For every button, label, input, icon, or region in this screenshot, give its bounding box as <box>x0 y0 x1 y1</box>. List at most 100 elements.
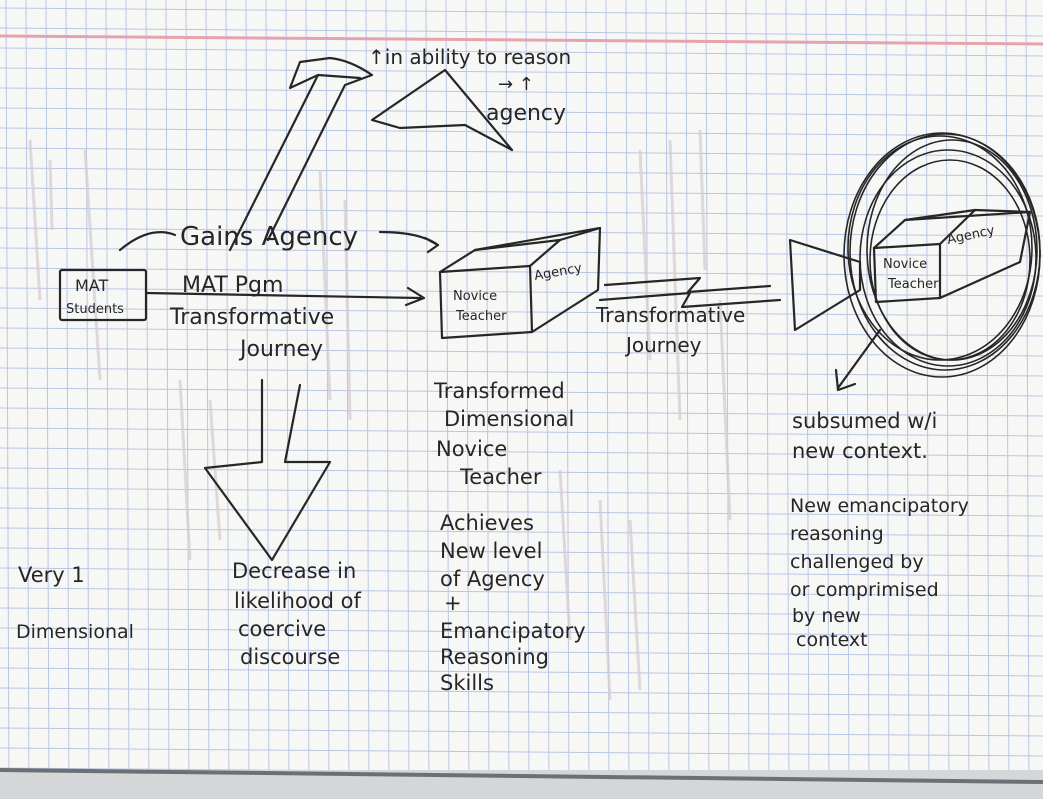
grid-line-vertical <box>325 0 330 799</box>
grid-line-vertical <box>205 0 210 799</box>
gains-agency-arrow <box>118 230 440 254</box>
reason-label: ↑in ability to reason <box>368 45 571 69</box>
grid-line-horizontal <box>0 507 1043 517</box>
grid-line-vertical <box>445 0 450 799</box>
grid-line-horizontal <box>0 547 1043 557</box>
gains-agency-label: Gains Agency <box>180 222 358 252</box>
grid-line-horizontal <box>0 587 1043 597</box>
grid-line-vertical <box>465 0 470 799</box>
novice-teacher-box-1 <box>438 226 602 340</box>
achieves-l1: Achieves <box>440 511 534 535</box>
grid-line-horizontal <box>0 247 1043 257</box>
grid-line-horizontal <box>0 187 1043 197</box>
grid-line-vertical <box>745 0 750 799</box>
journey2-line2: Journey <box>624 333 702 357</box>
grid-line-horizontal <box>0 427 1043 437</box>
grid-line-vertical <box>505 0 510 799</box>
transformed-l1: Transformed <box>433 379 565 403</box>
grid-line-horizontal <box>0 207 1043 217</box>
grid-line-horizontal <box>0 627 1043 637</box>
grid-line-vertical <box>245 0 250 799</box>
ink-drawing <box>58 56 1041 562</box>
emancipatory-l6: context <box>796 629 868 651</box>
grid-line-horizontal <box>0 487 1043 497</box>
grid-line-vertical <box>65 0 70 799</box>
grid-line-vertical <box>1005 0 1010 799</box>
grid-line-vertical <box>825 0 830 799</box>
novice-teacher-box-2 <box>872 208 1032 304</box>
reason-arrows: → ↑ <box>498 74 534 95</box>
decrease-l4: discourse <box>240 645 340 669</box>
grid-line-vertical <box>585 0 590 799</box>
grid-line-vertical <box>145 0 150 799</box>
grid-line-vertical <box>805 0 810 799</box>
grid-line-horizontal <box>0 687 1043 697</box>
grid-line-horizontal <box>0 7 1043 17</box>
box2-novice: Novice <box>883 257 927 272</box>
transformed-l2: Dimensional <box>444 407 574 431</box>
agency-top-label: agency <box>486 101 566 126</box>
journey-cone <box>788 238 862 332</box>
grid-line-horizontal <box>0 567 1043 577</box>
grid-line-vertical <box>485 0 490 799</box>
grid-line-horizontal <box>0 707 1043 717</box>
grid-line-horizontal <box>0 347 1043 357</box>
grid-line-horizontal <box>0 67 1043 77</box>
grid-line-horizontal <box>0 287 1043 297</box>
subsumed-l2: new context. <box>792 439 928 463</box>
grid-line-vertical <box>545 0 550 799</box>
grid-line-vertical <box>985 0 990 799</box>
scribbled-circles <box>843 132 1041 378</box>
emancipatory-l4: or comprimised <box>790 579 939 601</box>
grid-line-vertical <box>1025 0 1030 799</box>
grid-line-horizontal <box>0 747 1043 757</box>
grid-line-horizontal <box>0 667 1043 677</box>
grid-line-horizontal <box>0 387 1043 397</box>
grid-line-vertical <box>885 0 890 799</box>
grid-line-vertical <box>265 0 270 799</box>
grid-line-vertical <box>365 0 370 799</box>
grid-line-vertical <box>105 0 110 799</box>
grid-line-vertical <box>925 0 930 799</box>
very-l2: Dimensional <box>16 621 134 643</box>
grid-line-horizontal <box>0 527 1043 537</box>
grid-line-horizontal <box>0 647 1043 657</box>
grid-line-vertical <box>125 0 130 799</box>
students-box <box>58 268 148 322</box>
grid-line-vertical <box>785 0 790 799</box>
grid-line-horizontal <box>0 47 1043 57</box>
achieves-l2: New level <box>440 539 542 563</box>
grid-line-vertical <box>845 0 850 799</box>
decrease-l1: Decrease in <box>232 559 356 583</box>
transformed-l3: Novice <box>436 437 507 461</box>
grid-line-vertical <box>225 0 230 799</box>
achieves-l5: Emancipatory <box>440 619 586 643</box>
grid-line-vertical <box>565 0 570 799</box>
grid-line-vertical <box>185 0 190 799</box>
grid-line-vertical <box>85 0 90 799</box>
grid-line-horizontal <box>0 367 1043 377</box>
pgm-line1: MAT Pgm <box>182 273 283 298</box>
journey-arrow <box>598 276 782 309</box>
decrease-l2: likelihood of <box>234 589 362 613</box>
students-line2: Students <box>66 302 124 317</box>
achieves-l6: Reasoning <box>440 645 549 669</box>
grid-line-vertical <box>45 0 50 799</box>
subsumed-arrow <box>834 328 882 392</box>
achieves-l7: Skills <box>440 671 494 695</box>
grid-line-vertical <box>5 0 10 799</box>
grid-line-vertical <box>345 0 350 799</box>
grid-line-horizontal <box>0 727 1043 737</box>
very-l1: Very 1 <box>18 563 85 587</box>
pgm-line3: Journey <box>238 337 323 362</box>
handwritten-text: ↑in ability to reason → ↑ agency Gains A… <box>16 45 996 695</box>
grid-line-horizontal <box>0 27 1043 37</box>
grid-line-vertical <box>25 0 30 799</box>
achieves-l4: + <box>444 591 462 615</box>
grid-line-vertical <box>905 0 910 799</box>
decrease-down-arrow <box>203 378 332 562</box>
grid-line-horizontal <box>0 227 1043 237</box>
box1-teacher: Teacher <box>455 309 507 324</box>
